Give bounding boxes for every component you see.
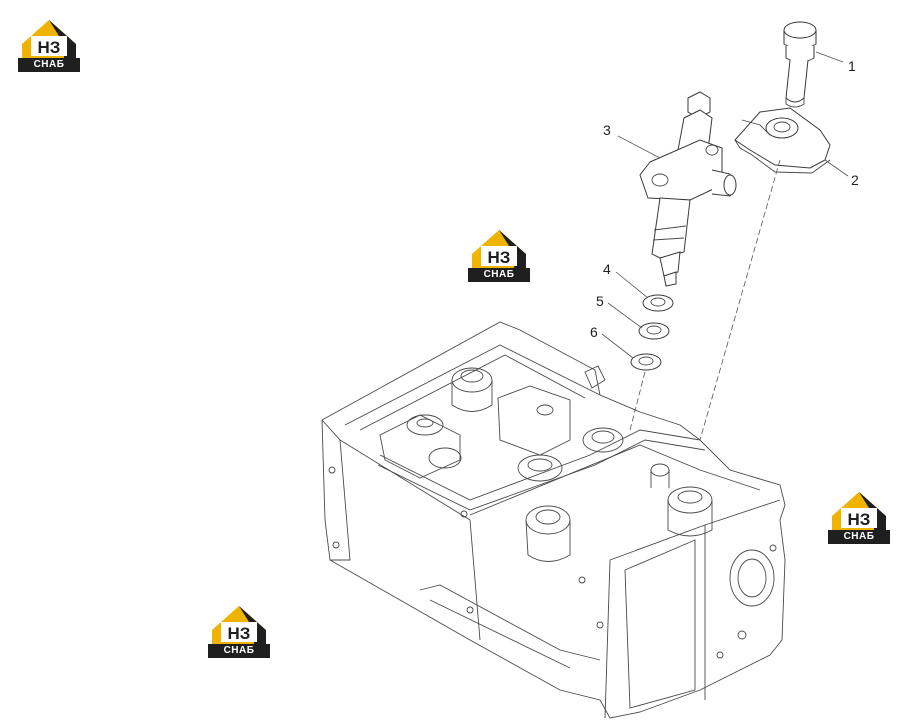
logo-caption: СНАБ <box>468 268 530 282</box>
callout-labels: 1 2 3 4 5 6 <box>590 58 859 340</box>
house-logo-icon: НЗ <box>832 492 886 530</box>
logo-letters: НЗ <box>488 248 511 267</box>
callout-2: 2 <box>851 172 859 188</box>
logo-caption: СНАБ <box>18 58 80 72</box>
callout-1: 1 <box>848 58 856 74</box>
logo-letters: НЗ <box>38 38 61 57</box>
logo-letters: НЗ <box>848 510 871 529</box>
callout-3: 3 <box>603 122 611 138</box>
watermark-logo: НЗ СНАБ <box>18 16 80 74</box>
callout-4: 4 <box>603 261 611 277</box>
part-5-washer <box>638 322 670 340</box>
cylinder-head <box>321 321 786 719</box>
watermark-logo: НЗ СНАБ <box>828 488 890 546</box>
part-2-clamp <box>734 107 831 174</box>
part-4-washer <box>642 294 674 312</box>
part-3-injector <box>639 91 737 287</box>
watermark-logo: НЗ СНАБ <box>468 226 530 284</box>
watermark-logo: НЗ СНАБ <box>208 602 270 660</box>
part-1-bolt <box>783 21 817 108</box>
logo-caption: СНАБ <box>208 644 270 658</box>
house-logo-icon: НЗ <box>472 230 526 268</box>
leader-lines <box>601 51 849 359</box>
logo-caption: СНАБ <box>828 530 890 544</box>
logo-letters: НЗ <box>228 624 251 643</box>
house-logo-icon: НЗ <box>22 20 76 58</box>
house-logo-icon: НЗ <box>212 606 266 644</box>
callout-5: 5 <box>596 293 604 309</box>
callout-6: 6 <box>590 324 598 340</box>
part-6-washer <box>630 353 662 371</box>
assembly-lines <box>629 159 781 441</box>
